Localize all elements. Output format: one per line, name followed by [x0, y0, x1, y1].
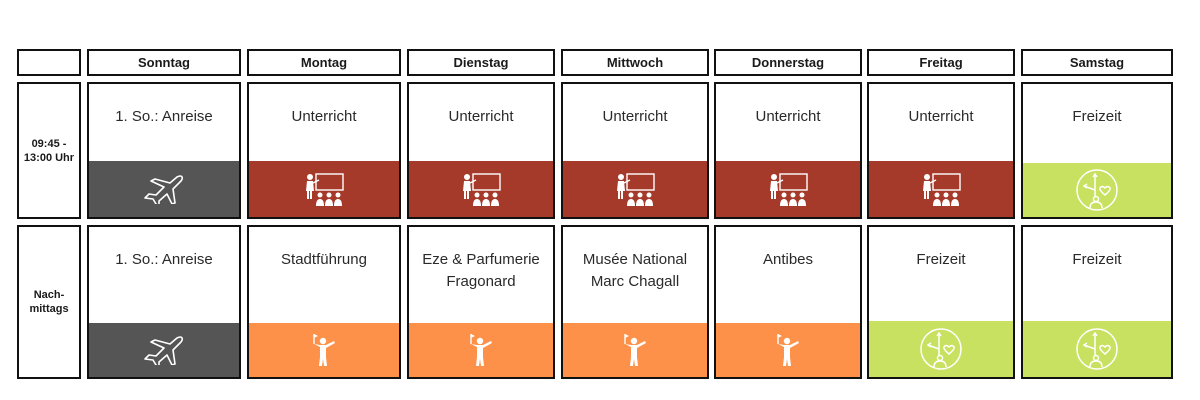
cell-donnerstag-afternoon: Antibes	[714, 225, 862, 379]
cell-activity-label: Freizeit	[1072, 251, 1122, 268]
freetime-band	[1023, 321, 1171, 377]
lesson-band	[563, 161, 707, 217]
header-montag: Montag	[247, 49, 401, 76]
cell-activity-label: Eze & Parfumerie Fragonard	[422, 251, 540, 290]
header-freitag: Freitag	[867, 49, 1015, 76]
cell-mittwoch-afternoon: Musée National Marc Chagall	[561, 225, 709, 379]
corner-cell	[17, 49, 81, 76]
classroom-icon	[766, 172, 810, 206]
airplane-icon	[142, 335, 186, 365]
cell-activity-label: Unterricht	[908, 108, 974, 125]
cell-freitag-morning: Unterricht	[867, 82, 1015, 219]
freetime-band	[869, 321, 1013, 377]
header-sonntag: Sonntag	[87, 49, 241, 76]
cell-activity-label: Freizeit	[916, 251, 966, 268]
tour-guide-icon	[311, 333, 337, 367]
cell-samstag-morning: Freizeit	[1021, 82, 1173, 219]
cell-activity-label: Stadtführung	[281, 251, 367, 268]
cell-activity-label: Unterricht	[291, 108, 357, 125]
excursion-band	[563, 323, 707, 377]
leisure-icon	[919, 327, 963, 371]
cell-activity-label: 1. So.: Anreise	[115, 251, 213, 268]
cell-activity-label: Unterricht	[602, 108, 668, 125]
classroom-icon	[613, 172, 657, 206]
time-slot-afternoon-label: Nach-mittags	[17, 225, 81, 379]
arrival-band	[89, 323, 239, 377]
cell-samstag-afternoon: Freizeit	[1021, 225, 1173, 379]
cell-mittwoch-morning: Unterricht	[561, 82, 709, 219]
airplane-icon	[142, 174, 186, 204]
cell-dienstag-morning: Unterricht	[407, 82, 555, 219]
tour-guide-icon	[622, 333, 648, 367]
tour-guide-icon	[468, 333, 494, 367]
cell-activity-label: 1. So.: Anreise	[115, 108, 213, 125]
leisure-icon	[1075, 168, 1119, 212]
excursion-band	[249, 323, 399, 377]
header-donnerstag: Donnerstag	[714, 49, 862, 76]
cell-activity-label: Unterricht	[755, 108, 821, 125]
excursion-band	[409, 323, 553, 377]
freetime-band	[1023, 163, 1171, 217]
cell-dienstag-afternoon: Eze & Parfumerie Fragonard	[407, 225, 555, 379]
lesson-band	[869, 161, 1013, 217]
lesson-band	[249, 161, 399, 217]
excursion-band	[716, 323, 860, 377]
cell-montag-morning: Unterricht	[247, 82, 401, 219]
cell-sonntag-morning: 1. So.: Anreise	[87, 82, 241, 219]
classroom-icon	[919, 172, 963, 206]
lesson-band	[716, 161, 860, 217]
cell-donnerstag-morning: Unterricht	[714, 82, 862, 219]
cell-activity-label: Musée National Marc Chagall	[582, 251, 688, 290]
classroom-icon	[302, 172, 346, 206]
cell-freitag-afternoon: Freizeit	[867, 225, 1015, 379]
time-slot-morning-label: 09:45 - 13:00 Uhr	[17, 82, 81, 219]
header-samstag: Samstag	[1021, 49, 1173, 76]
classroom-icon	[459, 172, 503, 206]
leisure-icon	[1075, 327, 1119, 371]
cell-montag-afternoon: Stadtführung	[247, 225, 401, 379]
header-mittwoch: Mittwoch	[561, 49, 709, 76]
header-dienstag: Dienstag	[407, 49, 555, 76]
cell-sonntag-afternoon: 1. So.: Anreise	[87, 225, 241, 379]
cell-activity-label: Antibes	[762, 251, 814, 268]
arrival-band	[89, 161, 239, 217]
lesson-band	[409, 161, 553, 217]
cell-activity-label: Unterricht	[448, 108, 514, 125]
tour-guide-icon	[775, 333, 801, 367]
cell-activity-label: Freizeit	[1072, 108, 1122, 125]
